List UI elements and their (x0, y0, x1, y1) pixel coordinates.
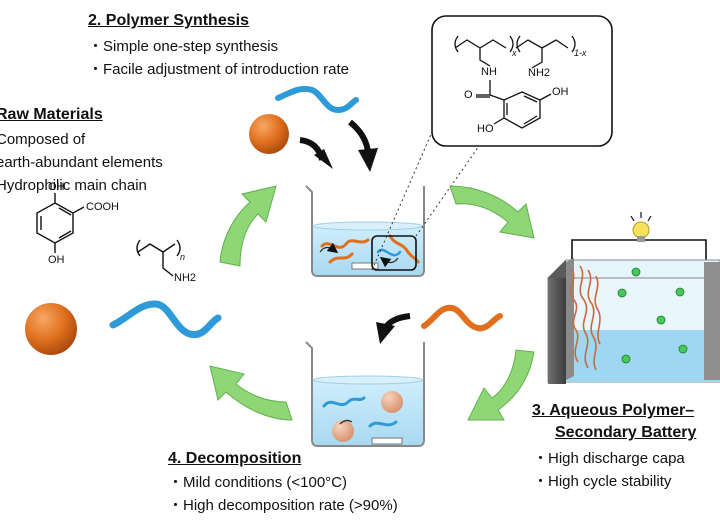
aqueous-battery (546, 212, 720, 384)
light-bulb-icon (632, 221, 650, 239)
synthesis-polymer-chain (275, 85, 359, 114)
input-arrow-right (348, 119, 371, 153)
synthesis-metal-particle (249, 114, 289, 154)
synthesis-bullet-1: ・Simple one-step synthesis (88, 38, 279, 55)
cycle-arrow-decomposition-to-raw (209, 365, 293, 421)
decomposition-beaker (305, 341, 425, 447)
battery-title-line-1: 3. Aqueous Polymer– (532, 402, 695, 419)
raw-polymer-chain (109, 300, 222, 339)
raw-materials-bullet-2: earth-abundant elements (0, 154, 163, 171)
polyamine-n-label: n (180, 252, 186, 262)
monomer-structure (36, 193, 85, 253)
structure-x-label: x (512, 48, 517, 58)
battery-title-line-2: Secondary Battery (555, 424, 697, 441)
structure-nh2-label: NH2 (528, 67, 551, 79)
structure-o-label: O (464, 89, 473, 101)
battery-bullet-2: ・High cycle stability (533, 473, 672, 490)
cycle-arrows (209, 185, 535, 421)
battery-bullet-1: ・High discharge capa (533, 450, 685, 467)
raw-materials-bullet-3: Hydrophilic main chain (0, 177, 147, 194)
used-polymer-chain (421, 304, 503, 332)
monomer-oh-bottom-label: OH (48, 254, 65, 266)
structure-nh-label: NH (481, 66, 497, 78)
raw-metal-particle (25, 303, 77, 355)
monomer-oh-top-label: OH (48, 181, 65, 193)
decomposition-bullet-1: ・Mild conditions (<100°C) (168, 474, 347, 491)
polymer-structure-box (431, 15, 613, 147)
cycle-arrow-raw-to-synthesis (219, 185, 277, 267)
zoom-box (371, 235, 417, 271)
synthesis-beaker (305, 185, 425, 277)
cycle-arrow-synthesis-to-battery (449, 185, 535, 239)
synthesis-title: 2. Polymer Synthesis (88, 12, 249, 29)
polyamine-structure (136, 239, 181, 277)
cycle-arrow-battery-to-decomposition (467, 349, 535, 421)
monomer-cooh-label: COOH (86, 201, 119, 213)
raw-materials-title: Raw Materials (0, 106, 103, 123)
structure-1-x-label: 1-x (574, 48, 587, 58)
synthesis-bullet-2: ・Facile adjustment of introduction rate (88, 61, 349, 78)
raw-materials-bullet-1: Composed of (0, 131, 86, 148)
decomposition-bullet-2: ・High decomposition rate (>90%) (168, 497, 398, 514)
structure-oh-left-label: HO (477, 123, 494, 135)
polyamine-nh2-label: NH2 (174, 272, 197, 284)
structure-oh-right-label: OH (552, 86, 569, 98)
decomposition-title: 4. Decomposition (168, 450, 302, 467)
